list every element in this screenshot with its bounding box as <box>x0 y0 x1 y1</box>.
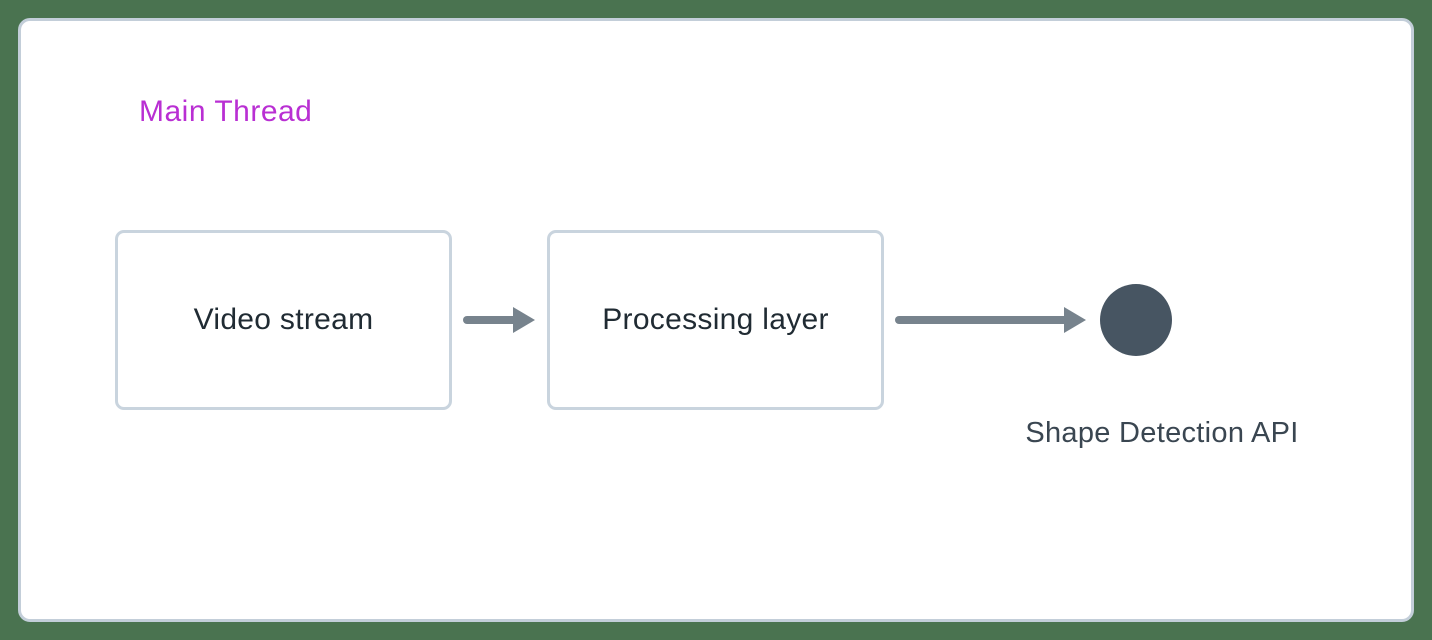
node-shape-detection-circle <box>1100 284 1172 356</box>
node-processing-layer-label: Processing layer <box>602 303 829 336</box>
main-thread-label: Main Thread <box>139 95 313 128</box>
node-processing-layer: Processing layer <box>547 230 884 410</box>
node-video-stream: Video stream <box>115 230 452 410</box>
node-video-stream-label: Video stream <box>193 303 374 336</box>
node-shape-detection-label: Shape Detection API <box>1025 417 1299 449</box>
